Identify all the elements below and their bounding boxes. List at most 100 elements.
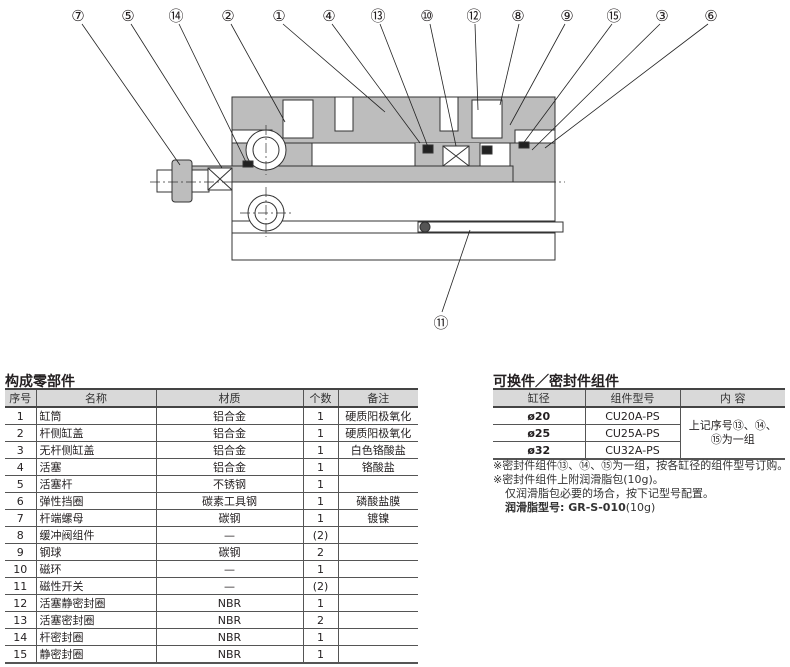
magnetic-switch: [417, 221, 564, 233]
material-cell: —: [155, 526, 303, 544]
table-row: ø20 CU20A-PS 上记序号⑬、⑭、⑮为一组: [493, 407, 785, 460]
content-cell: 上记序号⑬、⑭、⑮为一组: [679, 407, 785, 460]
grease-qty: (10g): [625, 501, 656, 514]
cushion-valve-right: [471, 99, 503, 139]
callout-8: ⑧: [511, 7, 525, 25]
col-header: 序号: [5, 388, 36, 408]
name-cell: 杆端螺母: [35, 509, 156, 527]
no-cell: 8: [5, 526, 36, 544]
qty-cell: 1: [302, 594, 338, 612]
note: 仅润滑脂包必要的场合，按下记型号配置。: [505, 487, 714, 500]
no-cell: 3: [5, 441, 36, 459]
qty-cell: (2): [302, 526, 338, 544]
callout-5: ⑤: [121, 7, 135, 25]
bore-cell: ø20: [493, 407, 585, 425]
cushion-valve-left: [282, 99, 314, 139]
material-cell: 铝合金: [155, 407, 303, 425]
kit-model-cell: CU32A-PS: [584, 441, 680, 460]
no-cell: 6: [5, 492, 36, 510]
callout-13: ⑬: [370, 7, 386, 25]
no-cell: 11: [5, 577, 36, 595]
qty-cell: 1: [302, 458, 338, 476]
remark-cell: [337, 475, 418, 493]
grease-label: 润滑脂型号:: [505, 501, 569, 514]
note: ※密封件组件上附润滑脂包(10g)。: [493, 473, 664, 486]
material-cell: NBR: [155, 645, 303, 664]
remark-cell: 硬质阳极氧化: [337, 424, 418, 442]
callout-2: ②: [221, 7, 235, 25]
table-row: ø25 CU25A-PS: [493, 424, 785, 442]
remark-cell: 磷酸盐膜: [337, 492, 418, 510]
remark-cell: [337, 577, 418, 595]
callout-15: ⑮: [606, 7, 622, 25]
callout-4: ④: [322, 7, 336, 25]
no-cell: 9: [5, 543, 36, 561]
name-cell: 杆侧缸盖: [35, 424, 156, 442]
callout-1: ①: [272, 7, 286, 25]
qty-cell: 2: [302, 611, 338, 629]
kit-model-cell: CU20A-PS: [584, 407, 680, 425]
callout-11: ⑪: [433, 314, 449, 332]
qty-cell: (2): [302, 577, 338, 595]
callout-9: ⑨: [560, 7, 574, 25]
name-cell: 活塞杆: [35, 475, 156, 493]
remark-cell: [337, 645, 418, 664]
qty-cell: 1: [302, 509, 338, 527]
table-header-row: 序号 名称 材质 个数 备注: [5, 388, 418, 408]
seal-table-title: 可换件／密封件组件: [493, 374, 619, 390]
col-header: 材质: [155, 388, 303, 408]
name-cell: 活塞静密封圈: [35, 594, 156, 612]
name-cell: 缓冲阀组件: [35, 526, 156, 544]
cylinder-cross-section-diagram: [81, 23, 709, 313]
material-cell: 铝合金: [155, 458, 303, 476]
name-cell: 无杆侧缸盖: [35, 441, 156, 459]
callout-7: ⑦: [71, 7, 85, 25]
qty-cell: 1: [302, 645, 338, 664]
callout-10: ⑩: [420, 7, 434, 25]
name-cell: 活塞: [35, 458, 156, 476]
callout-14: ⑭: [168, 7, 184, 25]
callout-3: ③: [655, 7, 669, 25]
no-cell: 13: [5, 611, 36, 629]
table-row: ø32 CU32A-PS: [493, 441, 785, 460]
name-cell: 静密封圈: [35, 645, 156, 664]
rod-end-nut: [171, 159, 193, 203]
col-header: 内 容: [679, 388, 785, 408]
material-cell: NBR: [155, 628, 303, 646]
no-cell: 14: [5, 628, 36, 646]
remark-cell: [337, 594, 418, 612]
remark-cell: [337, 560, 418, 578]
no-cell: 12: [5, 594, 36, 612]
name-cell: 磁性开关: [35, 577, 156, 595]
col-header: 备注: [337, 388, 418, 408]
qty-cell: 1: [302, 407, 338, 425]
no-cell: 7: [5, 509, 36, 527]
material-cell: —: [155, 560, 303, 578]
material-cell: 铝合金: [155, 441, 303, 459]
head-cover: [509, 142, 556, 183]
remark-cell: [337, 526, 418, 544]
remark-cell: 硬质阳极氧化: [337, 407, 418, 425]
no-cell: 2: [5, 424, 36, 442]
no-cell: 10: [5, 560, 36, 578]
remark-cell: [337, 543, 418, 561]
material-cell: 碳钢: [155, 509, 303, 527]
col-header: 个数: [302, 388, 338, 408]
table-header-row: 缸径 组件型号 内 容: [493, 388, 785, 408]
qty-cell: 1: [302, 628, 338, 646]
no-cell: 4: [5, 458, 36, 476]
